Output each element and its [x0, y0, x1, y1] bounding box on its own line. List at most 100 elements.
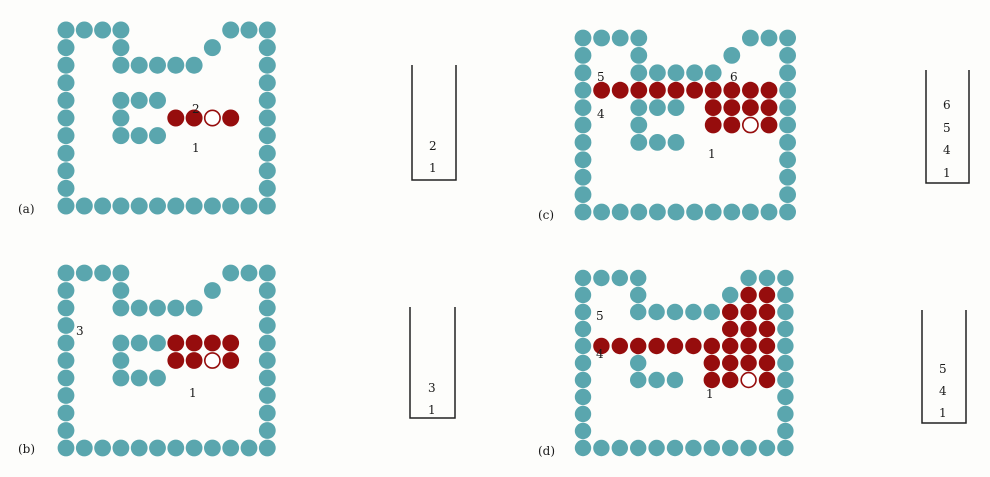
- filled-pixel: [758, 303, 776, 321]
- boundary-pixel: [574, 405, 592, 423]
- filled-pixel: [630, 337, 647, 355]
- filled-pixel: [167, 109, 185, 127]
- boundary-pixel: [667, 64, 685, 82]
- boundary-pixel: [258, 317, 276, 334]
- filled-pixel: [758, 320, 776, 338]
- filled-pixel: [611, 337, 628, 355]
- boundary-pixel: [611, 269, 628, 287]
- stack-entry: 4: [943, 143, 951, 157]
- boundary-pixel: [777, 405, 794, 423]
- filled-pixel: [740, 320, 757, 338]
- boundary-pixel: [686, 203, 703, 221]
- filled-pixel: [167, 352, 185, 369]
- boundary-pixel: [742, 29, 759, 47]
- boundary-pixel: [112, 39, 130, 57]
- stack-a: 2 1: [411, 65, 457, 181]
- pixel-label: 6: [730, 70, 738, 84]
- boundary-pixel: [112, 109, 130, 127]
- filled-pixel: [758, 371, 776, 389]
- filled-pixel: [593, 81, 610, 99]
- boundary-pixel: [149, 334, 166, 352]
- boundary-pixel: [75, 21, 93, 39]
- boundary-pixel: [574, 303, 592, 321]
- filled-pixel: [704, 116, 722, 134]
- stack-entry: 1: [428, 403, 436, 417]
- boundary-pixel: [185, 439, 203, 457]
- boundary-pixel: [57, 91, 75, 109]
- boundary-pixel: [779, 168, 796, 186]
- filled-pixel: [722, 320, 739, 338]
- boundary-pixel: [630, 29, 648, 47]
- boundary-pixel: [258, 422, 276, 439]
- boundary-pixel: [722, 439, 739, 457]
- stack-c: 6 5 4 1: [925, 70, 970, 184]
- stack-entry: 2: [429, 139, 437, 153]
- boundary-pixel: [112, 56, 130, 74]
- boundary-pixel: [630, 47, 648, 64]
- boundary-pixel: [574, 47, 592, 64]
- boundary-pixel: [258, 197, 276, 215]
- boundary-pixel: [258, 369, 276, 387]
- boundary-pixel: [666, 371, 684, 389]
- boundary-pixel: [574, 151, 592, 169]
- stack-entry: 3: [428, 381, 436, 395]
- filled-pixel: [222, 352, 240, 369]
- boundary-pixel: [742, 203, 759, 221]
- boundary-pixel: [258, 334, 276, 352]
- boundary-pixel: [258, 264, 276, 282]
- boundary-pixel: [779, 134, 796, 151]
- boundary-pixel: [222, 264, 240, 282]
- boundary-pixel: [630, 303, 647, 321]
- boundary-pixel: [630, 354, 647, 372]
- filled-pixel: [666, 337, 684, 355]
- boundary-pixel: [75, 197, 93, 215]
- boundary-pixel: [185, 56, 203, 74]
- panel-label-a: (a): [18, 202, 35, 216]
- boundary-pixel: [258, 91, 276, 109]
- boundary-pixel: [574, 286, 592, 304]
- boundary-pixel: [167, 299, 185, 317]
- boundary-pixel: [777, 269, 794, 287]
- boundary-pixel: [777, 439, 794, 457]
- boundary-pixel: [57, 264, 75, 282]
- boundary-pixel: [779, 64, 796, 82]
- filled-pixel: [611, 81, 629, 99]
- filled-pixel: [740, 337, 757, 355]
- boundary-pixel: [57, 109, 75, 127]
- pixel-label: 4: [597, 107, 605, 121]
- filled-pixel: [760, 81, 778, 99]
- boundary-pixel: [258, 144, 276, 162]
- boundary-pixel: [777, 320, 794, 338]
- filled-pixel: [222, 334, 240, 352]
- boundary-pixel: [57, 21, 75, 39]
- boundary-pixel: [667, 134, 685, 151]
- boundary-pixel: [685, 303, 702, 321]
- boundary-pixel: [574, 81, 592, 99]
- boundary-pixel: [57, 127, 75, 145]
- boundary-pixel: [258, 404, 276, 422]
- boundary-pixel: [222, 197, 240, 215]
- boundary-pixel: [630, 134, 648, 151]
- boundary-pixel: [777, 286, 794, 304]
- seed-pixel: [742, 116, 759, 134]
- filled-pixel: [758, 286, 776, 304]
- filled-pixel: [760, 99, 778, 116]
- boundary-pixel: [57, 439, 75, 457]
- pixel-label: 2: [192, 102, 200, 116]
- boundary-pixel: [649, 99, 666, 116]
- boundary-pixel: [130, 439, 148, 457]
- boundary-pixel: [222, 439, 240, 457]
- seed-pixel: [203, 352, 221, 369]
- boundary-pixel: [203, 39, 221, 57]
- boundary-pixel: [574, 388, 592, 406]
- boundary-pixel: [112, 91, 130, 109]
- filled-pixel: [185, 352, 203, 369]
- boundary-pixel: [574, 371, 592, 389]
- boundary-pixel: [648, 303, 665, 321]
- boundary-pixel: [779, 81, 796, 99]
- boundary-pixel: [630, 203, 648, 221]
- boundary-pixel: [204, 439, 221, 457]
- stack-outline: [925, 70, 970, 184]
- boundary-pixel: [777, 303, 794, 321]
